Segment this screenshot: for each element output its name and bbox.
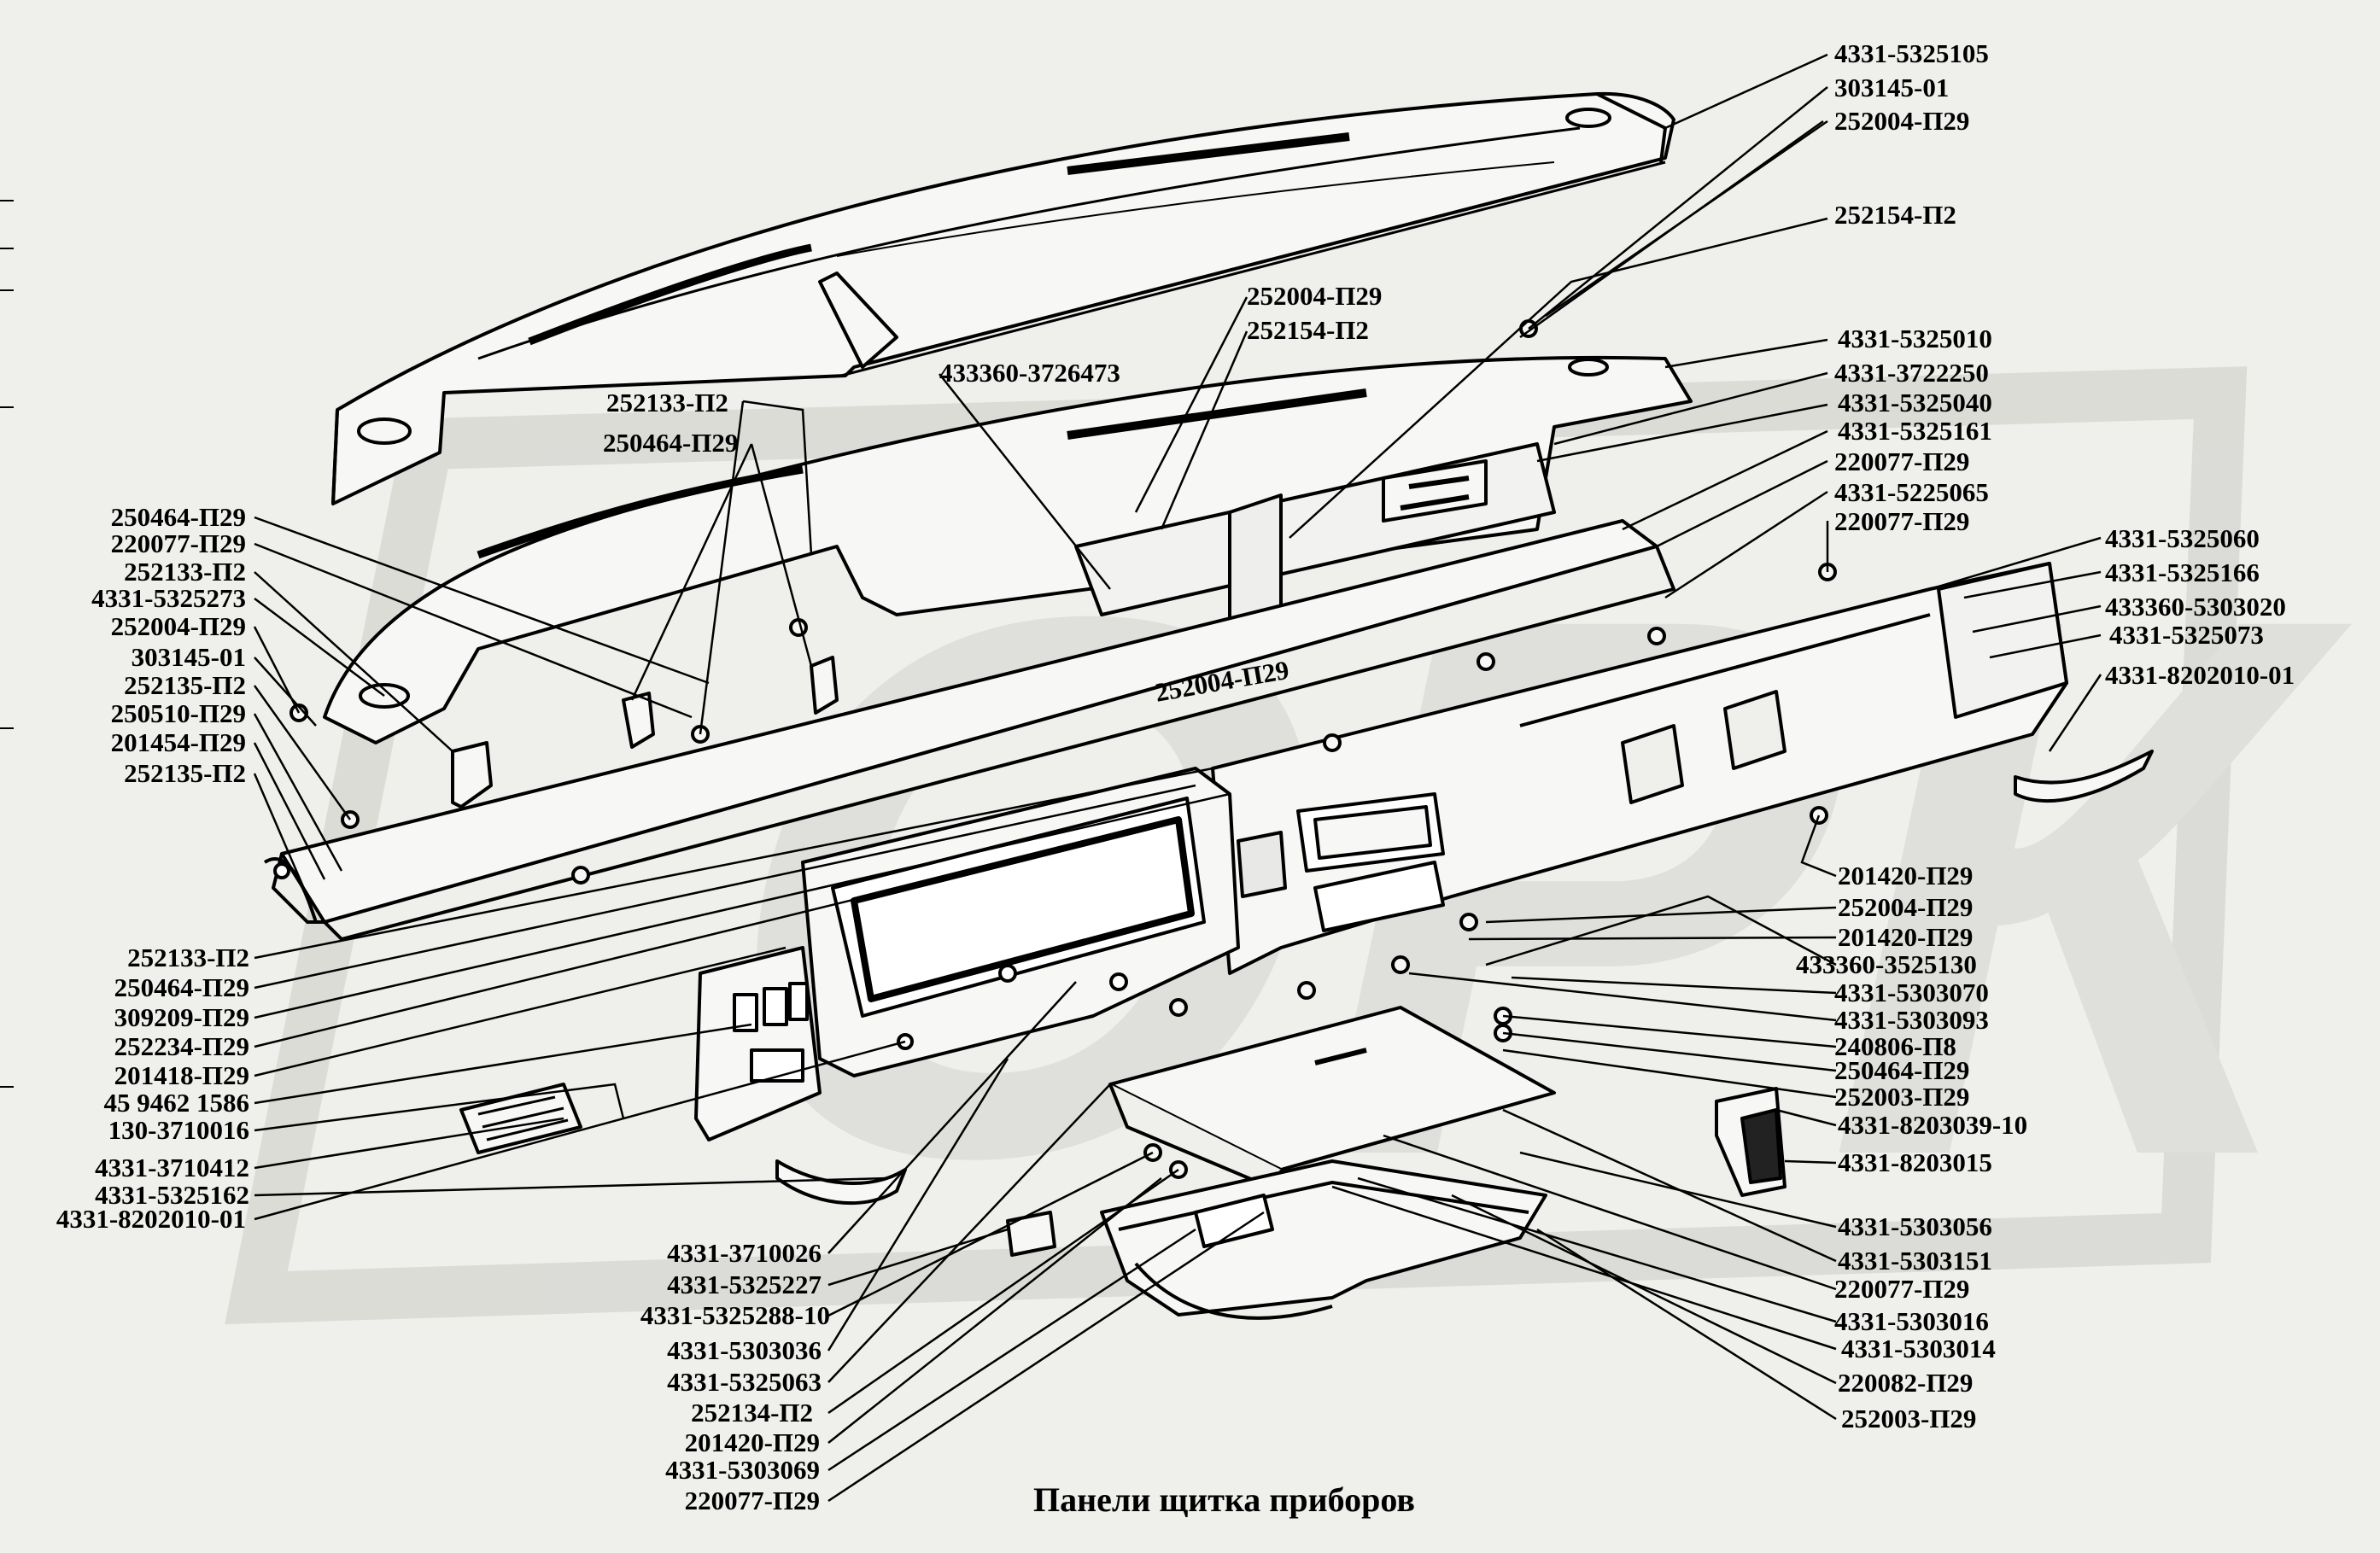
part-label: 4331-5325273 <box>91 583 246 613</box>
part-label: 4331-8202010-01 <box>2105 660 2295 690</box>
part-label: 220082-П29 <box>1838 1368 1974 1398</box>
margin-tick <box>0 406 14 408</box>
part-label: 433360-5303020 <box>2105 592 2286 622</box>
part-label: 201420-П29 <box>1838 861 1974 890</box>
part-label: 250510-П29 <box>110 698 246 728</box>
part-label: 4331-5303069 <box>665 1455 820 1485</box>
part-label: 4331-5303036 <box>667 1335 822 1365</box>
part-label: 252135-П2 <box>124 670 246 700</box>
margin-tick <box>0 289 14 291</box>
leader-lines <box>253 53 2102 1503</box>
part-label: 252004-П29 <box>1247 281 1383 311</box>
part-label: 252135-П2 <box>124 758 246 788</box>
part-label: 201420-П29 <box>1838 922 1974 952</box>
part-label: 250464-П29 <box>603 428 739 458</box>
part-label: 252134-П2 <box>691 1398 813 1427</box>
instrument-panel-body <box>1211 562 2068 975</box>
part-label: 4331-5325073 <box>2109 620 2264 650</box>
part-label: 4331-5303014 <box>1841 1334 1996 1363</box>
part-label: 201454-П29 <box>110 727 246 757</box>
part-label: 252154-П2 <box>1834 200 1956 230</box>
margin-tick <box>0 248 14 249</box>
part-label: 220077-П29 <box>1834 1274 1970 1304</box>
part-label: 220077-П29 <box>684 1486 820 1515</box>
part-label: 4331-3710026 <box>667 1238 822 1268</box>
part-label: 433360-3726473 <box>939 358 1120 388</box>
part-label: 4331-5325288-10 <box>640 1300 830 1330</box>
part-label: 252133-П2 <box>124 557 246 587</box>
part-label: 4331-5325166 <box>2105 558 2260 587</box>
part-label: 252234-П29 <box>114 1031 249 1061</box>
part-label: 250464-П29 <box>114 972 249 1002</box>
margin-tick <box>0 1086 14 1088</box>
part-label: 4331-5303016 <box>1834 1306 1989 1336</box>
part-label: 252003-П29 <box>1841 1404 1977 1433</box>
part-label: 4331-5303070 <box>1834 978 1989 1007</box>
part-label: 220077-П29 <box>110 528 246 558</box>
part-label: 4331-5303093 <box>1834 1005 1989 1035</box>
part-label: 252004-П29 <box>1834 106 1970 136</box>
upper-dash-cover <box>331 91 1675 505</box>
part-label: 252133-П2 <box>127 943 249 972</box>
part-label: 4331-5303151 <box>1838 1246 1992 1276</box>
part-label: 309209-П29 <box>114 1002 249 1032</box>
part-label: 4331-5325060 <box>2105 523 2260 553</box>
diagram-caption: Панели щитка приборов <box>1033 1480 1415 1519</box>
part-label: 4331-8202010-01 <box>56 1204 246 1234</box>
part-label: 4331-5325161 <box>1838 416 1992 446</box>
part-label: 4331-8203039-10 <box>1838 1110 2028 1140</box>
part-label: 201418-П29 <box>114 1060 249 1090</box>
part-label: 4331-5303056 <box>1838 1211 1992 1241</box>
part-label: 220077-П29 <box>1834 506 1970 536</box>
part-label: 433360-3525130 <box>1796 949 1977 979</box>
part-label: 250464-П29 <box>1834 1055 1970 1085</box>
part-label: 4331-5325040 <box>1838 388 1992 417</box>
part-label: 303145-01 <box>131 642 246 672</box>
part-label: 4331-5325063 <box>667 1367 822 1397</box>
part-label: 4331-5325105 <box>1834 38 1989 68</box>
part-label: 130-3710016 <box>108 1115 249 1145</box>
part-label: 252003-П29 <box>1834 1082 1970 1112</box>
part-label: 4331-5325227 <box>667 1270 822 1299</box>
part-label: 252004-П29 <box>110 611 246 641</box>
margin-tick <box>0 727 14 729</box>
part-label: 252004-П29 <box>1838 892 1974 922</box>
part-label: 4331-5325010 <box>1838 324 1992 353</box>
glovebox-assembly <box>1100 1006 1556 1320</box>
part-label: 4331-3722250 <box>1834 358 1989 388</box>
part-label: 4331-5225065 <box>1834 477 1989 507</box>
part-label: 303145-01 <box>1834 73 1950 102</box>
part-label: 252154-П2 <box>1247 315 1369 345</box>
handle-right <box>2014 750 2154 803</box>
part-label: 4331-3710412 <box>95 1153 249 1182</box>
part-label: 201420-П29 <box>684 1427 820 1457</box>
part-label: 45 9462 1586 <box>103 1088 250 1118</box>
part-label: 220077-П29 <box>1834 447 1970 476</box>
part-label: 252133-П2 <box>606 388 728 417</box>
middle-dash-frame <box>323 355 1693 744</box>
part-label: 250464-П29 <box>110 502 246 532</box>
part-label: 4331-5325162 <box>95 1180 249 1210</box>
part-label: 4331-8203015 <box>1838 1147 1992 1177</box>
part-label: 240806-П8 <box>1834 1031 1956 1061</box>
margin-tick <box>0 200 14 201</box>
